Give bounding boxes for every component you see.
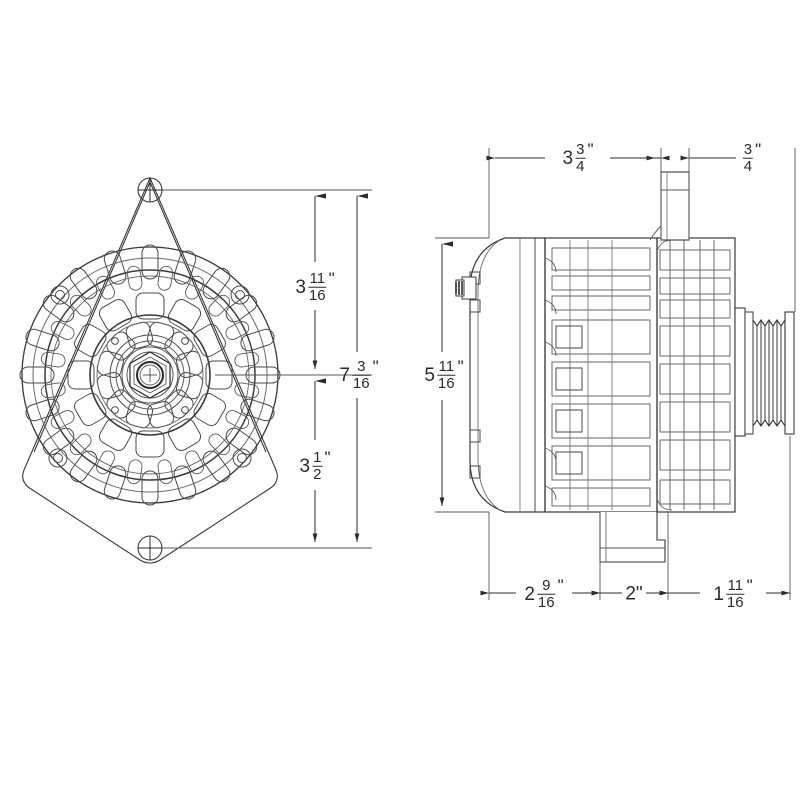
rim-scallops xyxy=(40,265,260,485)
inch-mark: " xyxy=(457,356,464,376)
drive-end-bracket xyxy=(656,237,736,513)
front-view-dimension-lines xyxy=(162,189,372,549)
dimension-label-side-bottom-middle: 2" xyxy=(625,583,643,605)
center-hex-nut xyxy=(129,351,171,399)
dim-fraction: 3 4 xyxy=(742,140,754,175)
dim-fraction: 11 16 xyxy=(307,269,327,304)
stator-fins xyxy=(544,237,658,513)
dim-whole: 3 xyxy=(299,455,311,477)
bottom-mounting-hole xyxy=(137,535,163,561)
inch-mark: " xyxy=(328,268,335,288)
inch-mark: " xyxy=(557,575,564,595)
inch-mark: " xyxy=(372,356,379,376)
rear-cover xyxy=(469,237,546,513)
inch-mark: " xyxy=(324,447,331,467)
dimension-label-side-length-boss: 3 4 " xyxy=(742,139,762,175)
dimension-label-side-length-body: 3 3 4 " xyxy=(562,139,594,175)
top-mounting-hole xyxy=(137,177,163,203)
dim-whole: 5 xyxy=(424,364,435,386)
triangular-mounting-plate xyxy=(22,176,278,564)
dimension-label-front-height-bottom: 3 1 2 " xyxy=(299,447,331,483)
vent-slot-ring xyxy=(67,292,233,458)
dim-whole: 1 xyxy=(713,583,724,605)
dimension-label-side-bottom-rear: 2 9 16 " xyxy=(524,575,564,611)
b-plus-terminal-stud xyxy=(455,276,477,300)
dim-whole: 3 xyxy=(562,147,574,169)
inch-mark: " xyxy=(746,575,753,595)
dim-fraction: 3 16 xyxy=(351,357,371,392)
bottom-mounting-foot xyxy=(599,512,666,563)
inch-mark: " xyxy=(755,139,762,159)
top-mounting-boss xyxy=(649,171,690,241)
center-hub-circles xyxy=(89,314,211,436)
dim-whole: 3 xyxy=(295,276,306,298)
inch-mark: " xyxy=(587,139,594,159)
dim-fraction: 11 16 xyxy=(725,576,745,611)
serpentine-pulley xyxy=(734,307,795,437)
dimension-label-side-bottom-front: 1 11 16 " xyxy=(713,575,753,611)
dim-fraction: 9 16 xyxy=(536,576,556,611)
case-corner-bosses xyxy=(48,285,252,468)
front-view-geometry xyxy=(19,176,281,564)
dim-whole: 2 xyxy=(524,583,535,605)
dimension-label-front-height-overall: 7 3 16 " xyxy=(339,356,379,392)
dim-fraction: 11 16 xyxy=(436,357,456,392)
side-view-geometry xyxy=(455,171,795,563)
dimension-label-front-height-top: 3 11 16 " xyxy=(295,268,335,304)
dim-fraction: 1 2 xyxy=(312,448,323,483)
dim-fraction: 3 4 xyxy=(575,140,586,175)
dim-whole: 7 xyxy=(339,364,350,386)
side-view-dimension-lines xyxy=(435,148,796,600)
dimension-label-side-height: 5 11 16 " xyxy=(424,356,464,392)
